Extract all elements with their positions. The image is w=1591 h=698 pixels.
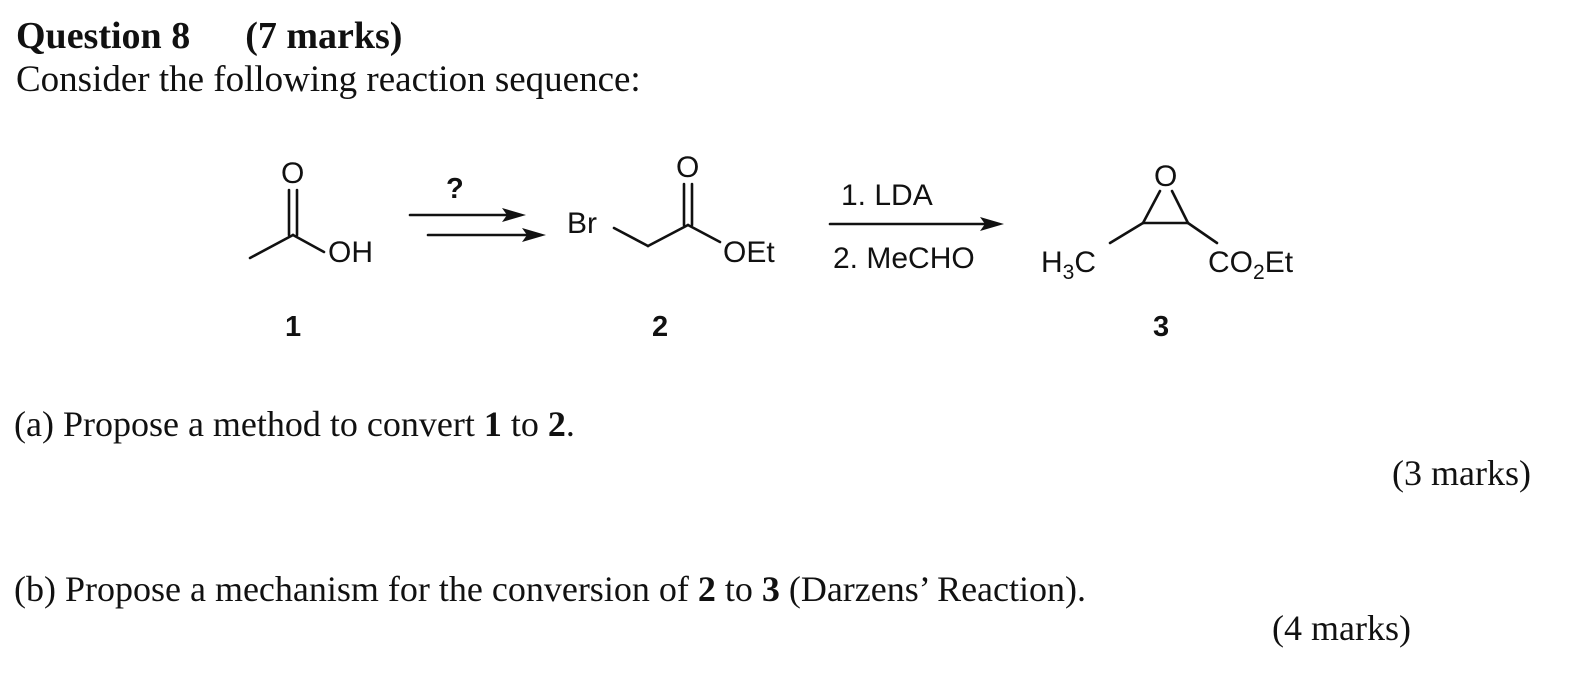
compound-1-carbonyl-o: O xyxy=(281,157,304,190)
bond-2-c-oet xyxy=(686,223,722,244)
part-b-to: 3 xyxy=(761,569,780,609)
compound-2-carbonyl-o: O xyxy=(676,151,699,184)
compound-3-co2et: CO2Et xyxy=(1208,246,1294,284)
compound-2-br: Br xyxy=(567,207,597,240)
bond-1-methyl xyxy=(248,233,295,260)
compound-2-oet: OEt xyxy=(723,236,775,269)
compound-3-h3c: H3C xyxy=(1041,246,1096,284)
step-1-reagent: ? xyxy=(446,173,464,205)
question-header: Question 8 (7 marks) xyxy=(16,14,402,58)
arrow-1-upper-head xyxy=(502,208,526,222)
bond-1-c-oh xyxy=(291,233,326,254)
bond-2-ch2-c xyxy=(646,223,690,248)
bond-3-h3c-ring xyxy=(1108,221,1145,245)
arrow-2-head xyxy=(980,217,1004,231)
compound-1-oh: OH xyxy=(328,236,373,269)
step-2-reagent-1: 1. LDA xyxy=(841,179,933,212)
question-title: Question 8 xyxy=(16,15,191,57)
part-b-prompt: (b) Propose a mechanism for the conversi… xyxy=(14,569,1087,609)
compound-2-number: 2 xyxy=(652,311,668,343)
step-2-reagent-2: 2. MeCHO xyxy=(833,242,975,275)
part-a-to: 2 xyxy=(547,404,566,444)
bond-3-ring-c2-o xyxy=(1170,189,1190,225)
compound-3-epoxide-o: O xyxy=(1154,160,1177,193)
part-b-marks: (4 marks) xyxy=(1272,608,1411,648)
bond-2-br-ch2 xyxy=(612,226,650,248)
part-a-prompt: (a) Propose a method to convert 1 to 2. xyxy=(14,404,575,444)
question-intro: Consider the following reaction sequence… xyxy=(16,59,641,100)
bond-3-ring-ester xyxy=(1186,221,1219,245)
arrow-1-lower-head xyxy=(522,228,546,242)
bond-3-ring-c1-o xyxy=(1141,189,1162,225)
compound-3-number: 3 xyxy=(1153,311,1169,343)
question-marks: (7 marks) xyxy=(245,15,403,57)
part-a-from: 1 xyxy=(483,404,502,444)
part-a-marks: (3 marks) xyxy=(1392,453,1531,493)
compound-1-number: 1 xyxy=(285,311,301,343)
part-b-from: 2 xyxy=(697,569,716,609)
